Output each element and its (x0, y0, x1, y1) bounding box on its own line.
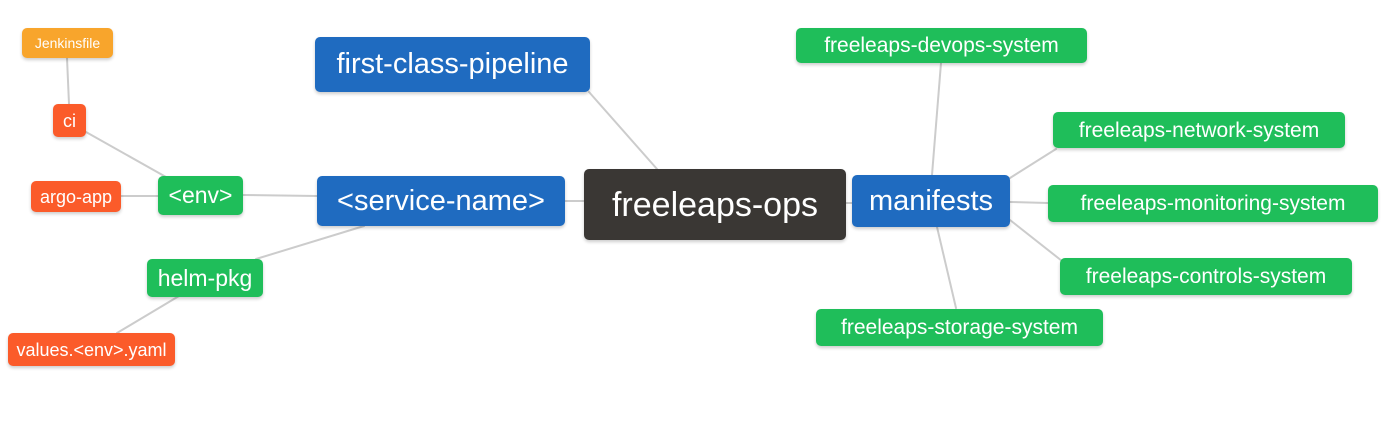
node-service-name[interactable]: <service-name> (317, 176, 565, 226)
node-freeleaps-devops-system[interactable]: freeleaps-devops-system (796, 28, 1087, 63)
node-freeleaps-ops-root[interactable]: freeleaps-ops (584, 169, 846, 240)
node-freeleaps-monitoring-system[interactable]: freeleaps-monitoring-system (1048, 185, 1378, 222)
edge-manifests-monitoring (1009, 201, 1049, 204)
edge-manifests-storage (936, 226, 957, 309)
node-env[interactable]: <env> (158, 176, 243, 215)
node-helm-pkg[interactable]: helm-pkg (147, 259, 263, 297)
node-jenkinsfile[interactable]: Jenkinsfile (22, 28, 113, 58)
node-first-class-pipeline[interactable]: first-class-pipeline (315, 37, 590, 92)
node-argo-app[interactable]: argo-app (31, 181, 121, 212)
node-freeleaps-network-system[interactable]: freeleaps-network-system (1053, 112, 1345, 148)
edge-pipeline-root (588, 91, 658, 170)
node-freeleaps-storage-system[interactable]: freeleaps-storage-system (816, 309, 1103, 346)
edge-jenkinsfile-ci (66, 57, 70, 105)
edge-manifests-network (1009, 148, 1057, 179)
edge-helm-pkg-service-name (255, 225, 365, 260)
edge-manifests-devops (931, 62, 942, 176)
edge-ci-env (85, 131, 167, 178)
node-ci[interactable]: ci (53, 104, 86, 137)
edge-manifests-controls (1009, 219, 1063, 262)
edge-values-helm-pkg (116, 295, 180, 334)
node-manifests[interactable]: manifests (852, 175, 1010, 227)
node-values-env-yaml[interactable]: values.<env>.yaml (8, 333, 175, 366)
edge-env-service-name (242, 194, 318, 197)
node-freeleaps-controls-system[interactable]: freeleaps-controls-system (1060, 258, 1352, 295)
